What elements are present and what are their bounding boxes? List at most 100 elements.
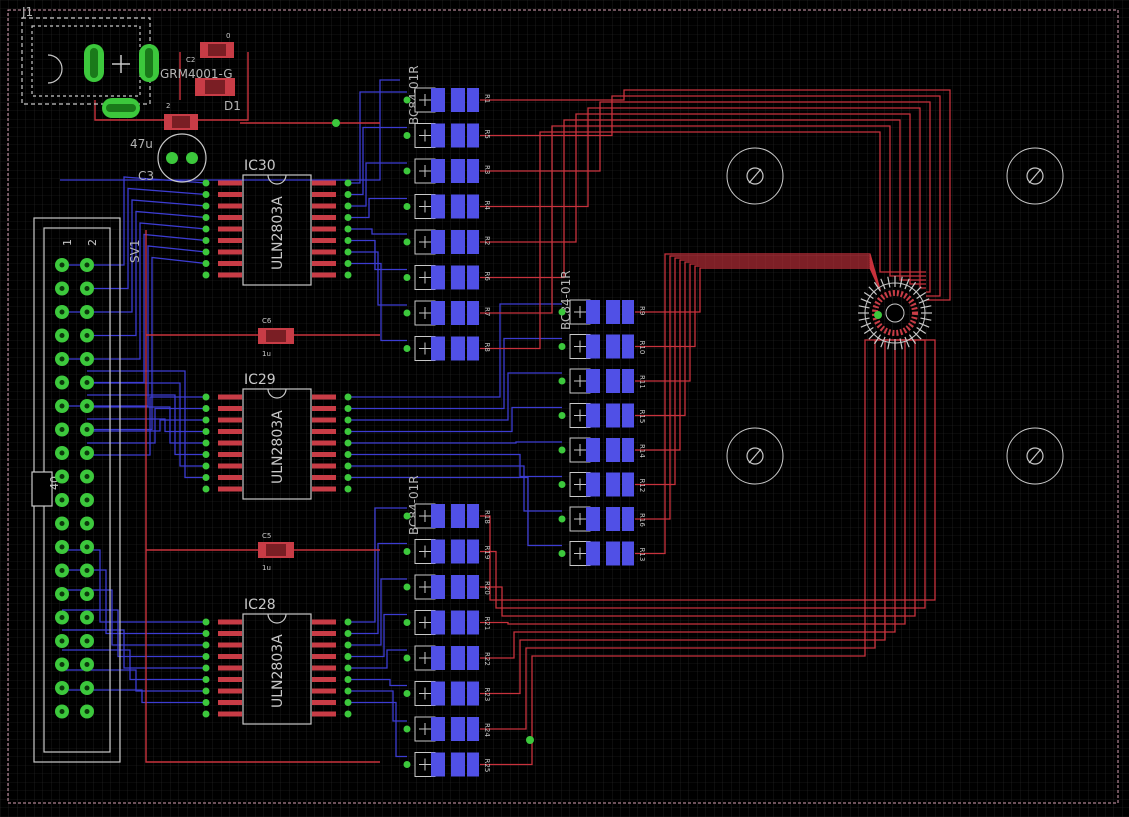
resistor-pad [451,504,465,528]
trace [62,689,206,704]
pin-hole [84,333,90,338]
ic-via [202,699,210,706]
ic-pin [312,665,336,671]
sv1-pin-array [55,258,94,719]
ic-pin [312,429,336,434]
trace [348,197,407,219]
resistor-pad [622,403,634,428]
resistor-label: R23 [483,688,491,702]
ic-via [202,485,210,493]
ic-via [344,202,352,210]
trace [87,187,207,290]
resistor-label: R19 [483,546,491,560]
led-row: R16 [558,506,646,532]
ic-pin [218,631,242,636]
resistor-pad [467,610,479,635]
resistor-pad [451,575,465,599]
trace [480,95,941,297]
pin-hole [59,356,65,362]
ic-pin [312,486,336,492]
row-via [558,412,566,419]
ic-pin [312,654,336,659]
resistor-label: R20 [483,581,491,595]
ring-pad [899,338,903,350]
trace [87,394,206,456]
pin-hole [84,662,90,667]
resistor-pad [451,265,465,290]
resistor-pad [622,472,634,497]
pin-hole [84,262,90,268]
ic-pin [312,180,336,186]
led-row: R4 [403,194,491,219]
led-row: R2 [403,229,491,255]
resistor-pad [622,369,634,393]
ic28-ref-label: IC28 [244,597,276,613]
ic-via [344,687,352,695]
resistor-pad [467,681,479,706]
smd-pad [586,541,600,566]
ring-pad [868,286,878,296]
pin-hole [84,450,90,456]
row-via [403,548,411,555]
resistor-pad [606,334,620,359]
ic-pin [218,180,242,186]
ring-pad [868,330,878,340]
ic-pin [218,463,242,469]
led-row: R9 [558,299,646,325]
smd-pad [431,88,445,112]
ring-pad [916,326,927,335]
ic-pin [312,272,336,278]
led-row: R25 [403,752,491,777]
trace [348,507,407,623]
resistor-label: R12 [638,479,646,493]
ic-pin [218,452,242,457]
ic-via [344,618,352,626]
pin-hole [84,685,90,691]
ring-pad [912,330,922,340]
row-via [403,725,411,733]
ic-pin [312,203,336,209]
ic29-part-label: ULN2803A [270,410,286,484]
ic-via [344,641,352,649]
led-row: R24 [403,716,491,742]
pin-hole [59,262,65,268]
smd-pad [586,507,600,531]
pin-hole [59,333,65,338]
led-row: R10 [558,334,646,359]
smd-pad [431,504,445,528]
ic-via [202,618,210,626]
pin-hole [59,427,65,432]
row-via [403,761,411,768]
smd-pad [431,717,445,741]
trace [348,91,407,184]
top-layer-traces [94,52,951,766]
resistor-pad [467,752,479,777]
ic29: IC29 ULN2803A [244,372,286,484]
ic-outline [242,388,312,500]
resistor-pad [451,336,465,361]
ic-pin [312,700,336,705]
ic-pin [218,665,242,671]
ic29-ref-label: IC29 [244,372,276,388]
resistor-pad [606,507,620,531]
via [332,119,340,127]
trace [348,162,407,207]
pin-hole [59,309,65,315]
trace [480,339,900,766]
resistor-pad [467,301,479,325]
ic-pin [312,711,336,717]
ic30: IC30 ULN2803A [244,158,286,270]
ring-pad [916,291,927,300]
smd-pad [431,681,445,706]
bottom-layer-traces [60,79,562,758]
led-row: R21 [403,610,491,635]
ic-body [202,613,352,725]
resistor-label: R4 [483,201,491,211]
row-via [558,481,566,488]
resistor-label: R21 [483,617,491,631]
resistor-pad [451,610,465,635]
pin-hole [84,544,90,550]
trace [635,253,881,555]
